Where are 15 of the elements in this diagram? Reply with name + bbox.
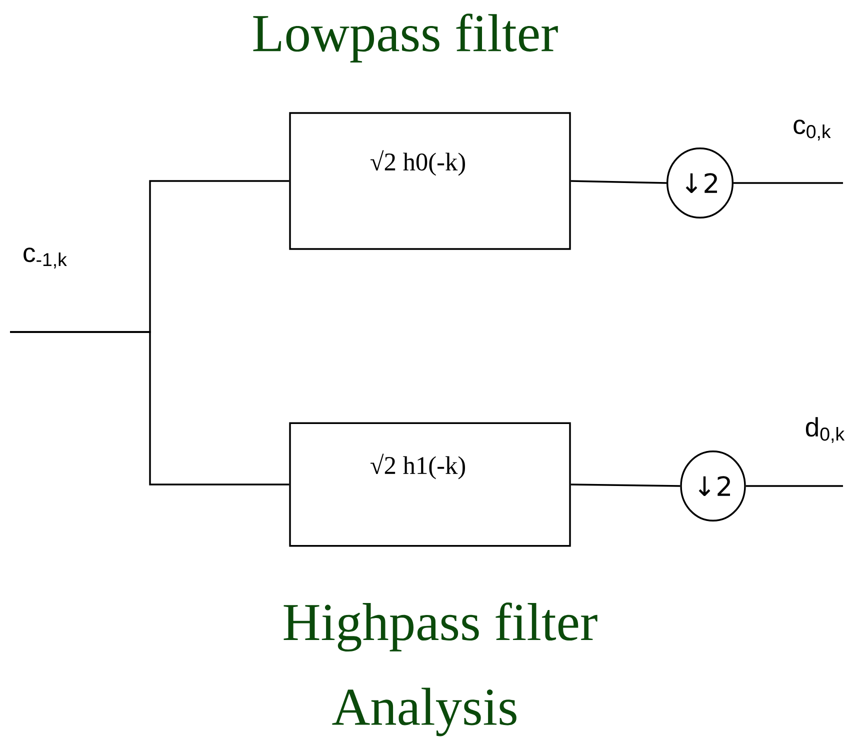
heading: Lowpass filter	[253, 14, 558, 62]
signal-label: c$_{-1,k}$	[24, 248, 67, 268]
signal-line	[10, 331, 290, 486]
signal-line	[570, 180, 666, 184]
signal-label: c$_{0,k}$	[794, 120, 831, 140]
filter-box	[289, 422, 571, 547]
signal-line	[746, 485, 843, 487]
filter-box	[289, 112, 571, 250]
heading: Highpass filter	[284, 602, 598, 652]
filter-label: √2 h0(-k)	[370, 150, 465, 176]
signal-line	[570, 484, 680, 487]
signal-label: d$_{0,k}$	[806, 417, 845, 443]
heading: Analysis	[332, 688, 516, 736]
filter-label: √2 h1(-k)	[370, 454, 465, 480]
signal-line	[734, 182, 843, 184]
